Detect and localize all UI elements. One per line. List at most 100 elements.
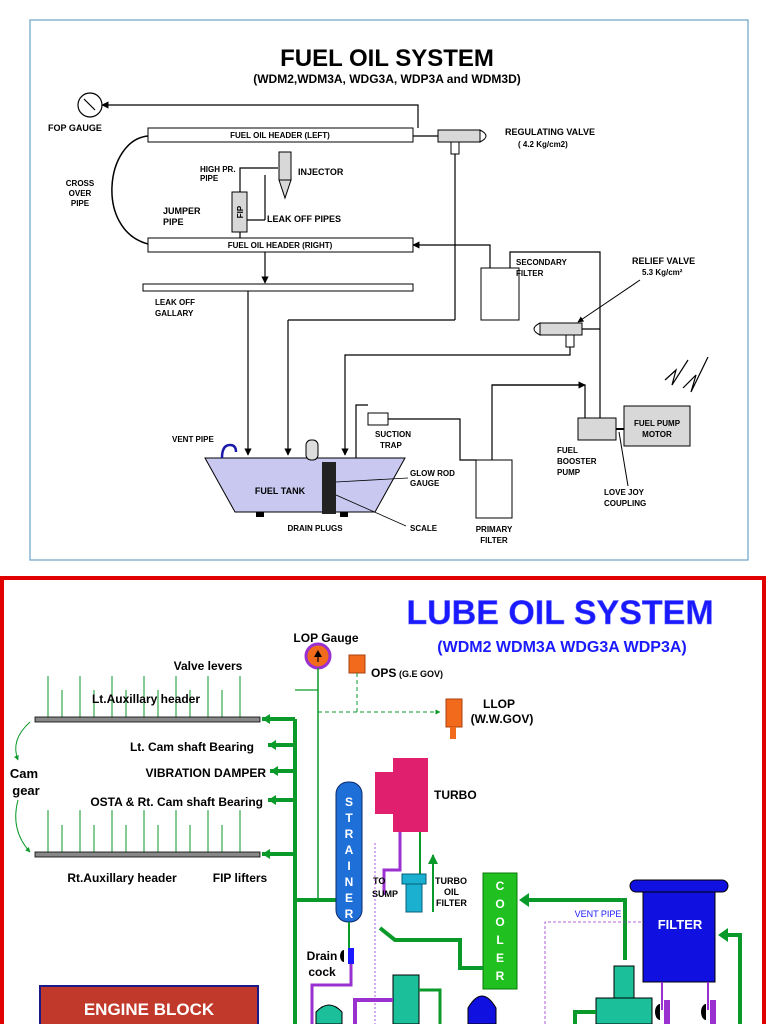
glow-rod-label-1: GLOW ROD [410,469,455,478]
drain-cock-icon [340,950,344,962]
fuel-booster-label-1: FUEL [557,446,578,455]
svg-text:T: T [345,811,353,825]
to-sump-label-1: TO [373,876,385,886]
lube-subtitle: (WDM2 WDM3A WDG3A WDP3A) [437,639,686,656]
llop-label-2: (W.W.GOV) [471,712,534,726]
lube-oil-panel: LUBE OIL SYSTEM (WDM2 WDM3A WDG3A WDP3A)… [0,576,766,1024]
injector-label: INJECTOR [298,167,344,177]
secondary-filter-label-2: FILTER [516,269,544,278]
rt-auxillary-header [34,851,261,858]
secondary-filter [480,267,520,321]
turbo-oil-filter-label-1: TURBO [435,876,467,886]
ops-sub-label: (G.E GOV) [399,669,443,679]
high-pr-label-2: PIPE [200,174,219,183]
strainer-letters: S T R A I N E R [345,795,354,921]
filter-label: FILTER [658,917,703,932]
primary-filter [475,459,513,519]
svg-text:A: A [345,843,354,857]
regulating-valve [437,129,481,143]
turbo-oil-filter-label-3: FILTER [436,898,467,908]
vent-pipe [220,443,238,459]
primary-filter-label-2: FILTER [480,536,508,545]
fop-gauge-label: FOP GAUGE [48,123,102,133]
suction-trap-label-1: SUCTION [375,430,411,439]
fuel-booster-label-2: BOOSTER [557,457,597,466]
fuel-oil-panel: FUEL OIL SYSTEM (WDM2,WDM3A, WDG3A, WDP3… [29,19,749,561]
svg-text:E: E [345,891,353,905]
cross-over-label-1: CROSS [66,179,95,188]
vent-pipe-label-lube: VENT PIPE [575,909,622,919]
valve-levers-label: Valve levers [174,659,243,673]
high-pr-label-1: HIGH PR. [200,165,236,174]
fuel-pump-motor-label-1: FUEL PUMP [634,419,681,428]
turbo-oil-filter [401,873,427,885]
llop-label-1: LLOP [483,697,515,711]
suction-trap [367,412,389,426]
ops-label: OPS [371,666,396,680]
cooler-to-strainer-pipe [378,926,483,970]
lt-auxillary-header [34,716,261,723]
lt-valve-lever-branches [47,676,241,717]
love-joy-label-2: COUPLING [604,499,646,508]
fuel-tank [204,457,406,513]
filter-to-cooler-pipe [522,898,627,960]
cross-over-label-2: OVER [69,189,92,198]
love-joy-label-1: LOVE JOY [604,488,645,497]
fuel-title: FUEL OIL SYSTEM [280,45,494,72]
scale-label: SCALE [410,524,438,533]
osta-bearing-label: OSTA & Rt. Cam shaft Bearing [90,795,263,809]
leak-off-gallary-label-2: GALLARY [155,309,194,318]
secondary-filter-label-1: SECONDARY [516,258,567,267]
lt-cam-bearing-label: Lt. Cam shaft Bearing [130,740,254,754]
injector [278,151,292,181]
drain-cock-label-2: cock [308,965,336,979]
suction-trap-label-2: TRAP [380,441,402,450]
jumper-label-1: JUMPER [163,206,201,216]
glow-rod-gauge [322,462,336,514]
ops-switch [348,654,366,674]
cam-gear-label-1: Cam [10,766,38,781]
drain-cock-label-1: Drain [307,949,338,963]
turbo [375,772,393,814]
svg-text:C: C [496,879,505,893]
svg-text:O: O [495,897,504,911]
pump-icon [595,997,653,1024]
leak-off-gallary-label-1: LEAK OFF [155,298,195,307]
vent-pipe-label: VENT PIPE [172,435,214,444]
electric-bolt-icon [664,359,689,386]
leak-off-pipes-label: LEAK OFF PIPES [267,214,341,224]
svg-text:R: R [496,969,505,983]
drain-plugs-label: DRAIN PLUGS [287,524,343,533]
svg-text:R: R [345,827,354,841]
cam-gear-label-2: gear [12,783,39,798]
cooler-letters: C O O L E R [495,879,504,983]
cross-over-label-3: PIPE [71,199,90,208]
llop-switch [445,698,463,728]
cooler [482,872,518,990]
engine-block [39,985,259,1024]
fuel-booster-pump [577,417,617,441]
vibration-damper-label: VIBRATION DAMPER [146,766,267,780]
svg-text:R: R [345,907,354,921]
fuel-pump-motor [623,405,691,447]
svg-text:E: E [496,951,504,965]
fuel-tank-label: FUEL TANK [255,486,306,496]
pump-icon [315,1004,343,1024]
turbo-body [393,758,428,832]
rt-aux-header-label: Rt.Auxillary header [67,871,177,885]
regulating-valve-label: REGULATING VALVE [505,127,595,137]
fip-lifters-label: FIP lifters [213,871,268,885]
cross-over-pipe [111,135,149,245]
turbo-drain-pipe [382,832,402,895]
relief-valve [539,322,583,336]
fuel-subtitle: (WDM2,WDM3A, WDG3A, WDP3A and WDM3D) [253,72,521,86]
fuel-header-left [147,127,414,143]
drain-plug [256,512,264,517]
primary-filter-label-1: PRIMARY [476,525,513,534]
svg-text:N: N [345,875,354,889]
drain-plug [340,512,348,517]
filter [642,891,716,983]
electric-bolt-icon [682,356,709,393]
filter-lid [629,879,729,893]
